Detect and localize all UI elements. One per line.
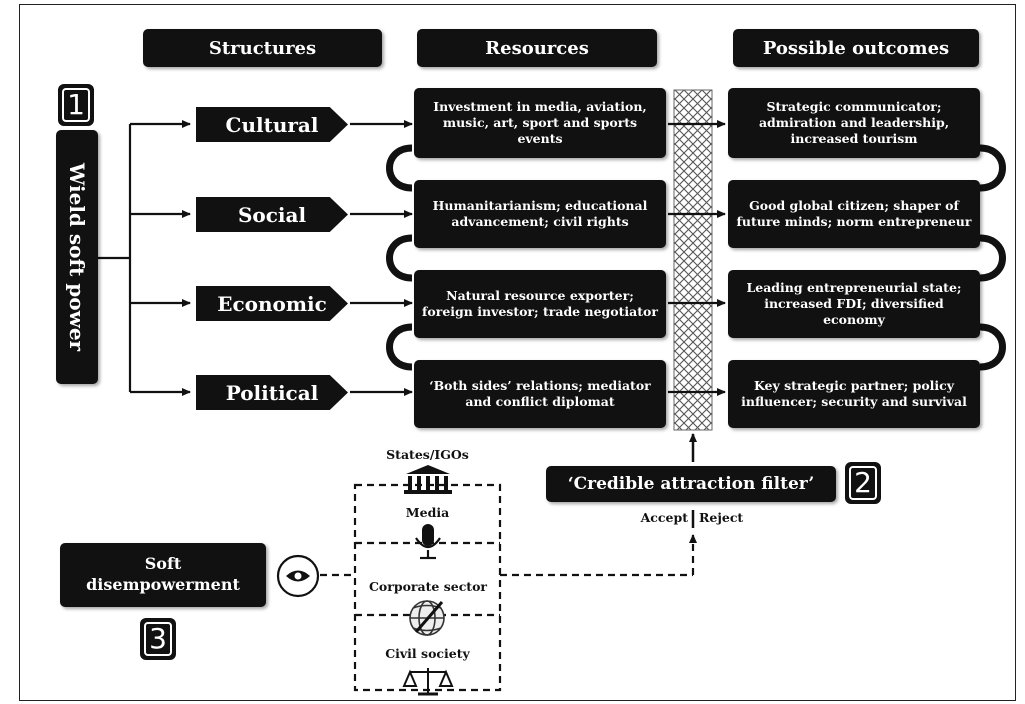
attraction-filter-column: [673, 89, 713, 431]
structure-cultural: Cultural: [196, 107, 348, 142]
outcome-political: Key strategic partner; policy influencer…: [728, 360, 980, 428]
accept-label: Accept: [640, 510, 688, 525]
badge-two-label: 2: [849, 466, 877, 500]
actor-media: Media: [405, 505, 450, 520]
badge-two: 2: [845, 462, 881, 504]
badge-three: 3: [140, 618, 176, 660]
header-structures: Structures: [143, 29, 382, 67]
actor-corporate-sector: Corporate sector: [368, 579, 487, 594]
outcome-cultural: Strategic communicator; admiration and l…: [728, 88, 980, 158]
structure-political: Political: [196, 375, 348, 410]
scales-icon: [402, 668, 454, 696]
actor-civil-society: Civil society: [385, 646, 470, 661]
microphone-icon: [415, 524, 441, 560]
outcome-social: Good global citizen; shaper of future mi…: [728, 180, 980, 248]
reject-label: Reject: [699, 510, 744, 525]
wield-soft-power-box: Wield soft power: [56, 130, 98, 384]
institution-icon: [404, 465, 452, 494]
header-outcomes: Possible outcomes: [733, 29, 979, 67]
resource-cultural: Investment in media, aviation, music, ar…: [414, 88, 666, 158]
wield-soft-power-label: Wield soft power: [65, 162, 89, 352]
badge-three-label: 3: [144, 622, 172, 656]
branch-lines: [98, 120, 726, 396]
resource-political: ‘Both sides’ relations; mediator and con…: [414, 360, 666, 428]
globe-icon: [409, 600, 445, 636]
badge-one-label: 1: [62, 88, 90, 122]
outcome-economic: Leading entrepreneurial state; increased…: [728, 270, 980, 338]
structure-economic: Economic: [196, 286, 348, 321]
loop-connectors: [386, 144, 1006, 371]
badge-one: 1: [58, 84, 94, 126]
resource-social: Humanitarianism; educational advancement…: [414, 180, 666, 248]
actor-states-igos: States/IGOs: [386, 447, 469, 462]
resource-economic: Natural resource exporter; foreign inves…: [414, 270, 666, 338]
credible-attraction-filter: ‘Credible attraction filter’: [546, 466, 836, 502]
header-resources: Resources: [417, 29, 657, 67]
structure-social: Social: [196, 197, 348, 232]
soft-disempowerment-box: Soft disempowerment: [60, 543, 266, 607]
